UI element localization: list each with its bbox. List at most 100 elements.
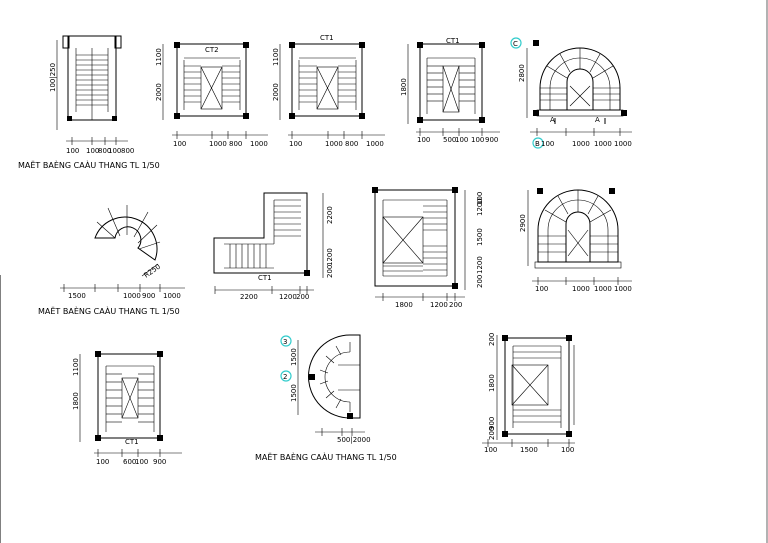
plan-4-dim-a: 100 — [417, 136, 430, 144]
plan-8-dim-b: 1200 — [430, 301, 448, 309]
plan-2-dim-b: 1000 — [209, 140, 227, 148]
plan-5-dim-b: 1000 — [572, 140, 590, 148]
plan-7-v-dim-c: 1200 — [326, 248, 334, 266]
plan-9-dim-a: 100 — [535, 285, 548, 293]
plan-5-section-a-left: A — [550, 116, 555, 124]
plan-12-v-dim-d: 900 — [488, 417, 496, 430]
plan-4-v-dim: 1800 — [400, 78, 408, 96]
plan-1-vertical-dim: 100|250 — [49, 63, 57, 92]
plan-8-dim-a: 1800 — [395, 301, 413, 309]
plan-3-v-dim-a: 1100 — [272, 48, 280, 66]
plan-5-marker-c: C — [513, 40, 518, 48]
plan-6-dim-b: 1000 — [123, 292, 141, 300]
stair-plan-1 — [56, 35, 128, 145]
stair-plan-10 — [79, 351, 182, 457]
caption-2: MAËT BAÈNG CAÀU THANG TL 1/50 — [38, 305, 180, 316]
plan-3-dim-b: 1000 — [325, 140, 343, 148]
plan-12-dim-b: 1500 — [520, 446, 538, 454]
plan-9-dim-d: 1000 — [614, 285, 632, 293]
plan-11-marker-top: 3 — [283, 338, 287, 346]
plan-12-dim-a: 100 — [484, 446, 497, 454]
plan-8-v-dim-c: 1500 — [476, 228, 484, 246]
plan-3-v-dim-b: 2000 — [272, 83, 280, 101]
marker-b-circle — [532, 137, 544, 149]
plan-3-tag: CT1 — [320, 34, 334, 42]
plan-11-h-dim: 500|2000 — [337, 436, 371, 444]
plan-6-slope: R250 — [143, 263, 163, 280]
plan-1-dim-d: 100 — [108, 147, 121, 155]
plan-11-v-dim-a: 1500 — [290, 348, 298, 366]
plan-10-dim-a: 100 — [96, 458, 109, 466]
plan-3-dim-c: 800 — [345, 140, 358, 148]
stair-plan-3 — [279, 42, 385, 139]
plan-10-dim-d: 900 — [153, 458, 166, 466]
plan-3-dim-a: 100 — [289, 140, 302, 148]
plan-12-v-dim-a: 200 — [488, 333, 496, 346]
plan-9-v-dim: 2900 — [519, 214, 527, 232]
plan-8-v-dim-a: 100 — [476, 192, 484, 205]
plan-12-dim-c: 100 — [561, 446, 574, 454]
plan-2-dim-c: 800 — [229, 140, 242, 148]
plan-5-marker-b: B — [535, 140, 540, 148]
plan-1-dim-b: 100 — [86, 147, 99, 155]
plan-1-dim-e: 800 — [121, 147, 134, 155]
stair-plan-12 — [482, 335, 575, 447]
plan-2-tag: CT2 — [205, 46, 219, 54]
plan-5-dim-d: 1000 — [614, 140, 632, 148]
plan-2-v-dim-a: 1100 — [155, 48, 163, 66]
plan-8-v-dim-b: 1200 — [476, 198, 484, 216]
plan-10-dim-b: 600 — [123, 458, 136, 466]
plan-9-dim-b: 1000 — [572, 285, 590, 293]
plan-8-v-dim-d: 1200 — [476, 256, 484, 274]
plan-8-v-dim-e: 200 — [476, 275, 484, 288]
plan-7-dim-c: 200 — [296, 293, 309, 301]
plan-7-dim-a: 2200 — [240, 293, 258, 301]
plan-7-dim-b: 1200 — [279, 293, 297, 301]
stair-plan-5 — [526, 40, 632, 136]
plan-1-dim-c: 800 — [98, 147, 111, 155]
caption-3: MAËT BAÈNG CAÀU THANG TL 1/50 — [255, 451, 397, 462]
plan-10-tag: CT1 — [125, 438, 139, 446]
plan-11-v-dim-b: 1500 — [290, 384, 298, 402]
stair-plan-8 — [372, 187, 466, 301]
plan-10-v-dim-a: 1100 — [72, 358, 80, 376]
stair-plan-6 — [60, 205, 185, 292]
plan-12-v-dim-b: 1800 — [488, 374, 496, 392]
caption-1: MAËT BAÈNG CAÀU THANG TL 1/50 — [18, 159, 160, 170]
stair-plan-9 — [527, 188, 632, 285]
plan-2-v-dim-b: 2000 — [155, 83, 163, 101]
marker-3-circle — [280, 335, 292, 347]
plan-7-tag: CT1 — [258, 274, 272, 282]
stair-plan-2 — [162, 42, 268, 139]
plan-10-v-dim-b: 1800 — [72, 392, 80, 410]
plan-1-dim-a: 100 — [66, 147, 79, 155]
plan-2-dim-a: 100 — [173, 140, 186, 148]
plan-6-dim-a: 1500 — [68, 292, 86, 300]
plan-6-dim-d: 1000 — [163, 292, 181, 300]
plan-4-dim-c: 100 — [455, 136, 468, 144]
stair-plan-7 — [213, 192, 324, 294]
plan-7-v-dim-a: 2200 — [326, 206, 334, 224]
plan-11-marker-mid: 2 — [283, 373, 287, 381]
plan-8-dim-c: 200 — [449, 301, 462, 309]
plan-2-dim-d: 1000 — [250, 140, 268, 148]
marker-c-circle — [510, 37, 522, 49]
marker-2-circle — [280, 370, 292, 382]
plan-5-v-dim: 2800 — [518, 64, 526, 82]
plan-4-tag: CT1 — [446, 37, 460, 45]
plan-5-dim-c: 1000 — [594, 140, 612, 148]
plan-9-dim-c: 1000 — [594, 285, 612, 293]
plan-10-dim-c: 100 — [135, 458, 148, 466]
plan-12-v-dim-c: 200 — [488, 427, 496, 440]
plan-7-v-dim-b: 200 — [326, 265, 334, 278]
plan-5-dim-a: 100 — [541, 140, 554, 148]
plan-5-section-a-right: A — [595, 116, 600, 124]
plan-6-dim-c: 900 — [142, 292, 155, 300]
stair-plan-4 — [407, 42, 500, 136]
plan-4-dim-e: 900 — [485, 136, 498, 144]
plan-4-dim-d: 100 — [471, 136, 484, 144]
plan-4-dim-b: 500 — [443, 136, 456, 144]
stair-plan-11 — [297, 334, 365, 436]
plan-3-dim-d: 1000 — [366, 140, 384, 148]
